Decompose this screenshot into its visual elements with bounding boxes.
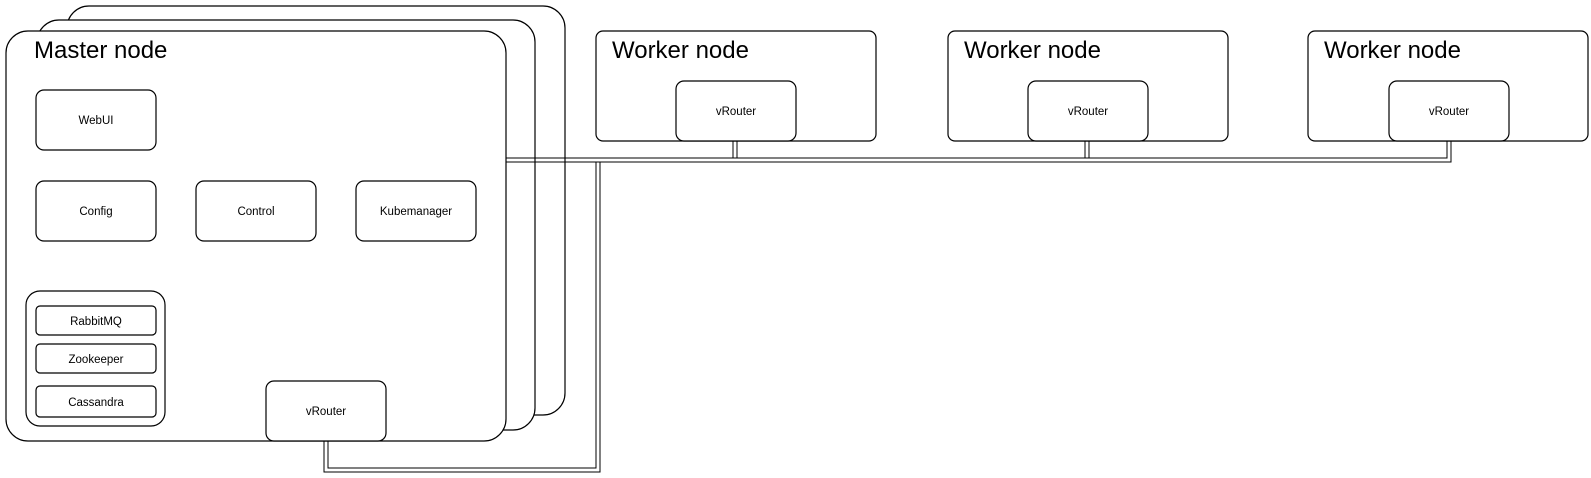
cassandra-box xyxy=(35,385,157,418)
worker-node-1: Worker node vRouter xyxy=(595,30,877,142)
config-box xyxy=(35,180,157,242)
master-node: Master node WebUI Config Control Kubeman… xyxy=(5,30,507,442)
worker-vrouter-label: vRouter xyxy=(1429,106,1469,118)
control-label: Control xyxy=(237,206,274,218)
worker-node-title: Worker node xyxy=(964,37,1101,64)
worker-vrouter-label: vRouter xyxy=(716,106,756,118)
kubemanager-box xyxy=(355,180,477,242)
config-label: Config xyxy=(79,206,112,218)
webui-label: WebUI xyxy=(79,115,114,127)
master-vrouter-label: vRouter xyxy=(306,406,346,418)
webui-box xyxy=(35,89,157,151)
master-vrouter-box xyxy=(265,380,387,442)
control-box xyxy=(195,180,317,242)
worker-node-3: Worker node vRouter xyxy=(1307,30,1589,142)
wire-master-vrouter-a xyxy=(323,162,601,473)
cassandra-label: Cassandra xyxy=(68,397,124,409)
wire-master-vrouter-b xyxy=(327,162,597,469)
rabbitmq-box xyxy=(35,305,157,336)
rabbitmq-label: RabbitMQ xyxy=(70,316,122,328)
worker-node-title: Worker node xyxy=(612,37,749,64)
worker-vrouter-box xyxy=(1388,80,1510,142)
zookeeper-box xyxy=(35,343,157,374)
zookeeper-label: Zookeeper xyxy=(69,354,124,366)
kubemanager-label: Kubemanager xyxy=(380,206,452,218)
worker-vrouter-box xyxy=(1027,80,1149,142)
worker-vrouter-label: vRouter xyxy=(1068,106,1108,118)
worker-vrouter-box xyxy=(675,80,797,142)
worker-node-title: Worker node xyxy=(1324,37,1461,64)
master-node-title: Master node xyxy=(34,37,167,64)
worker-node-2: Worker node vRouter xyxy=(947,30,1229,142)
